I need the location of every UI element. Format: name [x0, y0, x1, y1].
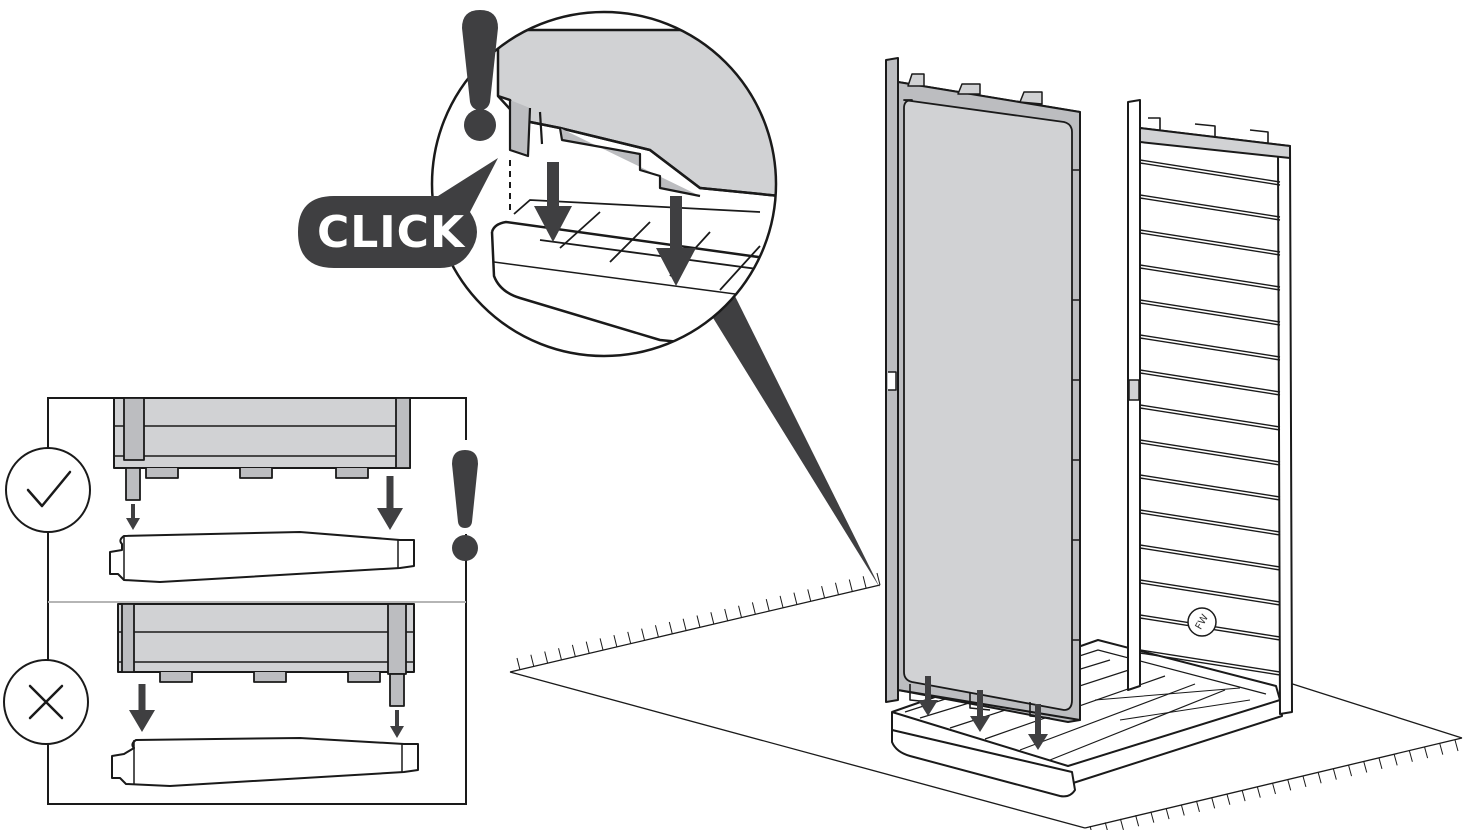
arrow-down-icon — [390, 710, 404, 738]
arrow-down-icon — [970, 690, 990, 732]
exclamation-icon — [450, 440, 480, 561]
arrow-down-icon — [377, 476, 403, 530]
cross-circle-icon — [3, 659, 89, 745]
magnifier-pointer — [702, 282, 880, 588]
magnifier-detail — [432, 12, 776, 356]
fw-marking-circle — [1187, 607, 1217, 637]
arrow-down-icon — [918, 676, 938, 716]
floor-hatching-left — [516, 572, 881, 671]
magnifier-circle — [430, 10, 778, 358]
arrow-down-icon — [656, 196, 696, 286]
check-circle-icon — [5, 447, 91, 533]
correct-example — [109, 397, 415, 583]
floor-hatching-right — [1089, 739, 1459, 835]
filter-frame — [1127, 99, 1293, 715]
floor-edge-front — [509, 671, 1086, 829]
floor — [509, 584, 1463, 829]
arrow-down-icon — [126, 504, 140, 530]
exclamation-icon — [462, 10, 498, 141]
arrow-down-icon — [534, 162, 572, 242]
floor-edge-right — [1279, 679, 1463, 739]
main-arrows — [918, 676, 1048, 750]
floor-edge-left — [509, 584, 881, 673]
arrow-down-icon — [1028, 704, 1048, 750]
arrow-down-icon — [129, 684, 155, 732]
click-badge — [298, 158, 498, 268]
front-panel — [885, 57, 1081, 723]
incorrect-example — [111, 603, 419, 787]
filter-frame-slats — [1139, 159, 1281, 676]
floor-edge-back — [1084, 737, 1463, 829]
